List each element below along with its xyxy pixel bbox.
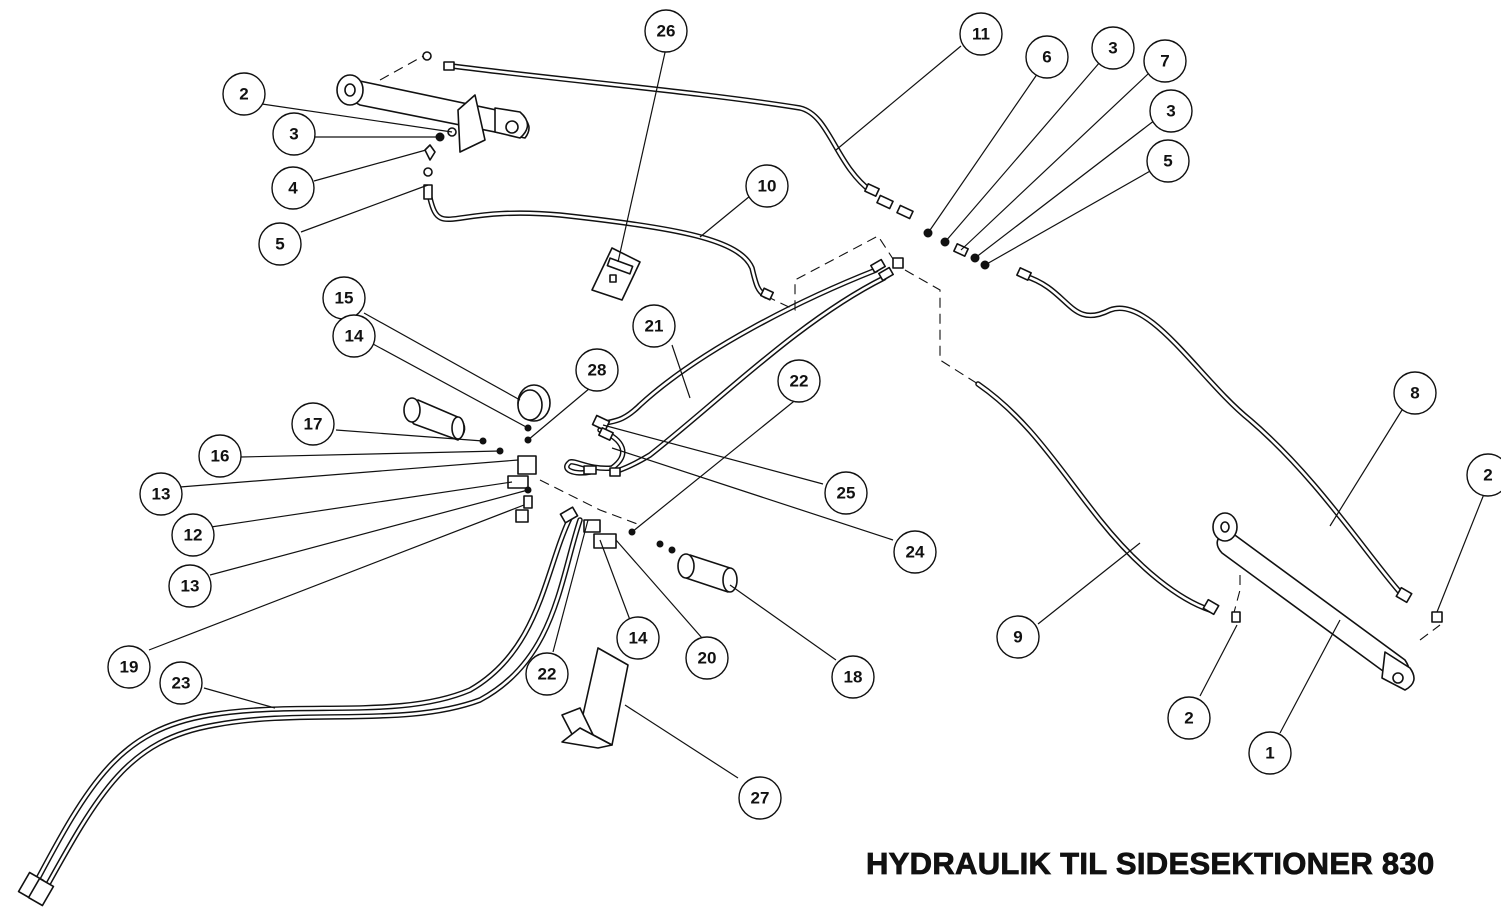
warning-sign — [591, 247, 641, 301]
svg-text:6: 6 — [1042, 48, 1051, 67]
hose-21 — [597, 267, 887, 475]
hose-10 — [427, 195, 769, 299]
svg-text:15: 15 — [335, 289, 354, 308]
callout-26: 26 — [644, 9, 688, 53]
svg-text:17: 17 — [304, 415, 323, 434]
svg-text:22: 22 — [538, 665, 557, 684]
svg-text:28: 28 — [588, 361, 607, 380]
callout-2: 2 — [222, 72, 266, 116]
callout-16: 16 — [198, 434, 242, 478]
leader-lines — [148, 45, 1485, 779]
svg-text:21: 21 — [645, 317, 664, 336]
callout-1: 1 — [1248, 731, 1292, 775]
hose-9 — [975, 381, 1213, 613]
callout-6: 6 — [1025, 35, 1069, 79]
svg-text:2: 2 — [239, 85, 248, 104]
svg-text:24: 24 — [906, 543, 925, 562]
accumulator-left — [403, 397, 504, 455]
svg-text:23: 23 — [172, 674, 191, 693]
svg-text:26: 26 — [657, 22, 676, 41]
callout-14: 14 — [332, 314, 376, 358]
callout-23: 23 — [159, 661, 203, 705]
diagram-title: HYDRAULIK TIL SIDESEKTIONER 830 — [866, 846, 1435, 882]
callout-12: 12 — [171, 513, 215, 557]
svg-text:3: 3 — [289, 125, 298, 144]
svg-text:3: 3 — [1108, 39, 1117, 58]
svg-text:8: 8 — [1410, 384, 1419, 403]
callout-5: 5 — [1146, 139, 1190, 183]
callout-11: 11 — [959, 12, 1003, 56]
callout-2: 2 — [1466, 453, 1501, 497]
callout-4: 4 — [271, 166, 315, 210]
svg-text:11: 11 — [972, 25, 990, 44]
svg-text:16: 16 — [211, 447, 230, 466]
callout-18: 18 — [831, 655, 875, 699]
svg-text:1: 1 — [1265, 744, 1274, 763]
svg-text:18: 18 — [844, 668, 863, 687]
svg-text:13: 13 — [152, 485, 171, 504]
svg-text:25: 25 — [837, 484, 856, 503]
callout-28: 28 — [575, 348, 619, 392]
svg-text:7: 7 — [1160, 52, 1169, 71]
callout-9: 9 — [996, 615, 1040, 659]
valve-block — [507, 455, 579, 524]
callout-2: 2 — [1167, 696, 1211, 740]
svg-text:2: 2 — [1184, 709, 1193, 728]
svg-text:4: 4 — [288, 179, 298, 198]
cylinder-right — [1202, 512, 1443, 691]
callout-20: 20 — [685, 636, 729, 680]
callout-3: 3 — [272, 112, 316, 156]
callout-13: 13 — [139, 472, 183, 516]
svg-text:5: 5 — [1163, 152, 1172, 171]
svg-text:2: 2 — [1483, 466, 1492, 485]
callout-27: 27 — [738, 776, 782, 820]
callout-5: 5 — [258, 222, 302, 266]
fitting-cluster-mid — [583, 258, 894, 477]
cylinder-top — [336, 51, 530, 200]
callout-10: 10 — [745, 164, 789, 208]
callout-3: 3 — [1091, 26, 1135, 70]
callout-17: 17 — [291, 402, 335, 446]
callout-22: 22 — [525, 652, 569, 696]
bracket-27 — [561, 647, 629, 749]
callout-25: 25 — [824, 471, 868, 515]
callout-13: 13 — [168, 564, 212, 608]
svg-text:13: 13 — [181, 577, 200, 596]
pressure-gauge — [517, 384, 551, 444]
svg-text:22: 22 — [790, 372, 809, 391]
svg-text:27: 27 — [751, 789, 770, 808]
svg-text:9: 9 — [1013, 628, 1022, 647]
svg-text:3: 3 — [1166, 102, 1175, 121]
svg-text:14: 14 — [629, 629, 648, 648]
hose-23 — [29, 515, 583, 898]
valve-and-accumulator-right — [583, 519, 738, 593]
svg-text:10: 10 — [758, 177, 777, 196]
callout-14: 14 — [616, 616, 660, 660]
callout-15: 15 — [322, 276, 366, 320]
callout-22: 22 — [777, 359, 821, 403]
callout-7: 7 — [1143, 39, 1187, 83]
fitting-cluster-top — [759, 183, 1032, 301]
callout-24: 24 — [893, 530, 937, 574]
callout-8: 8 — [1393, 371, 1437, 415]
svg-text:14: 14 — [345, 327, 364, 346]
hose-11 — [449, 63, 875, 195]
callout-19: 19 — [107, 645, 151, 689]
svg-text:19: 19 — [120, 658, 139, 677]
callout-3: 3 — [1149, 89, 1193, 133]
dashed-lines — [379, 54, 1441, 641]
svg-text:5: 5 — [275, 235, 284, 254]
coupler-bottom — [17, 871, 55, 907]
callout-21: 21 — [632, 304, 676, 348]
hose-8 — [1022, 273, 1408, 601]
svg-text:12: 12 — [184, 526, 203, 545]
svg-text:20: 20 — [698, 649, 717, 668]
